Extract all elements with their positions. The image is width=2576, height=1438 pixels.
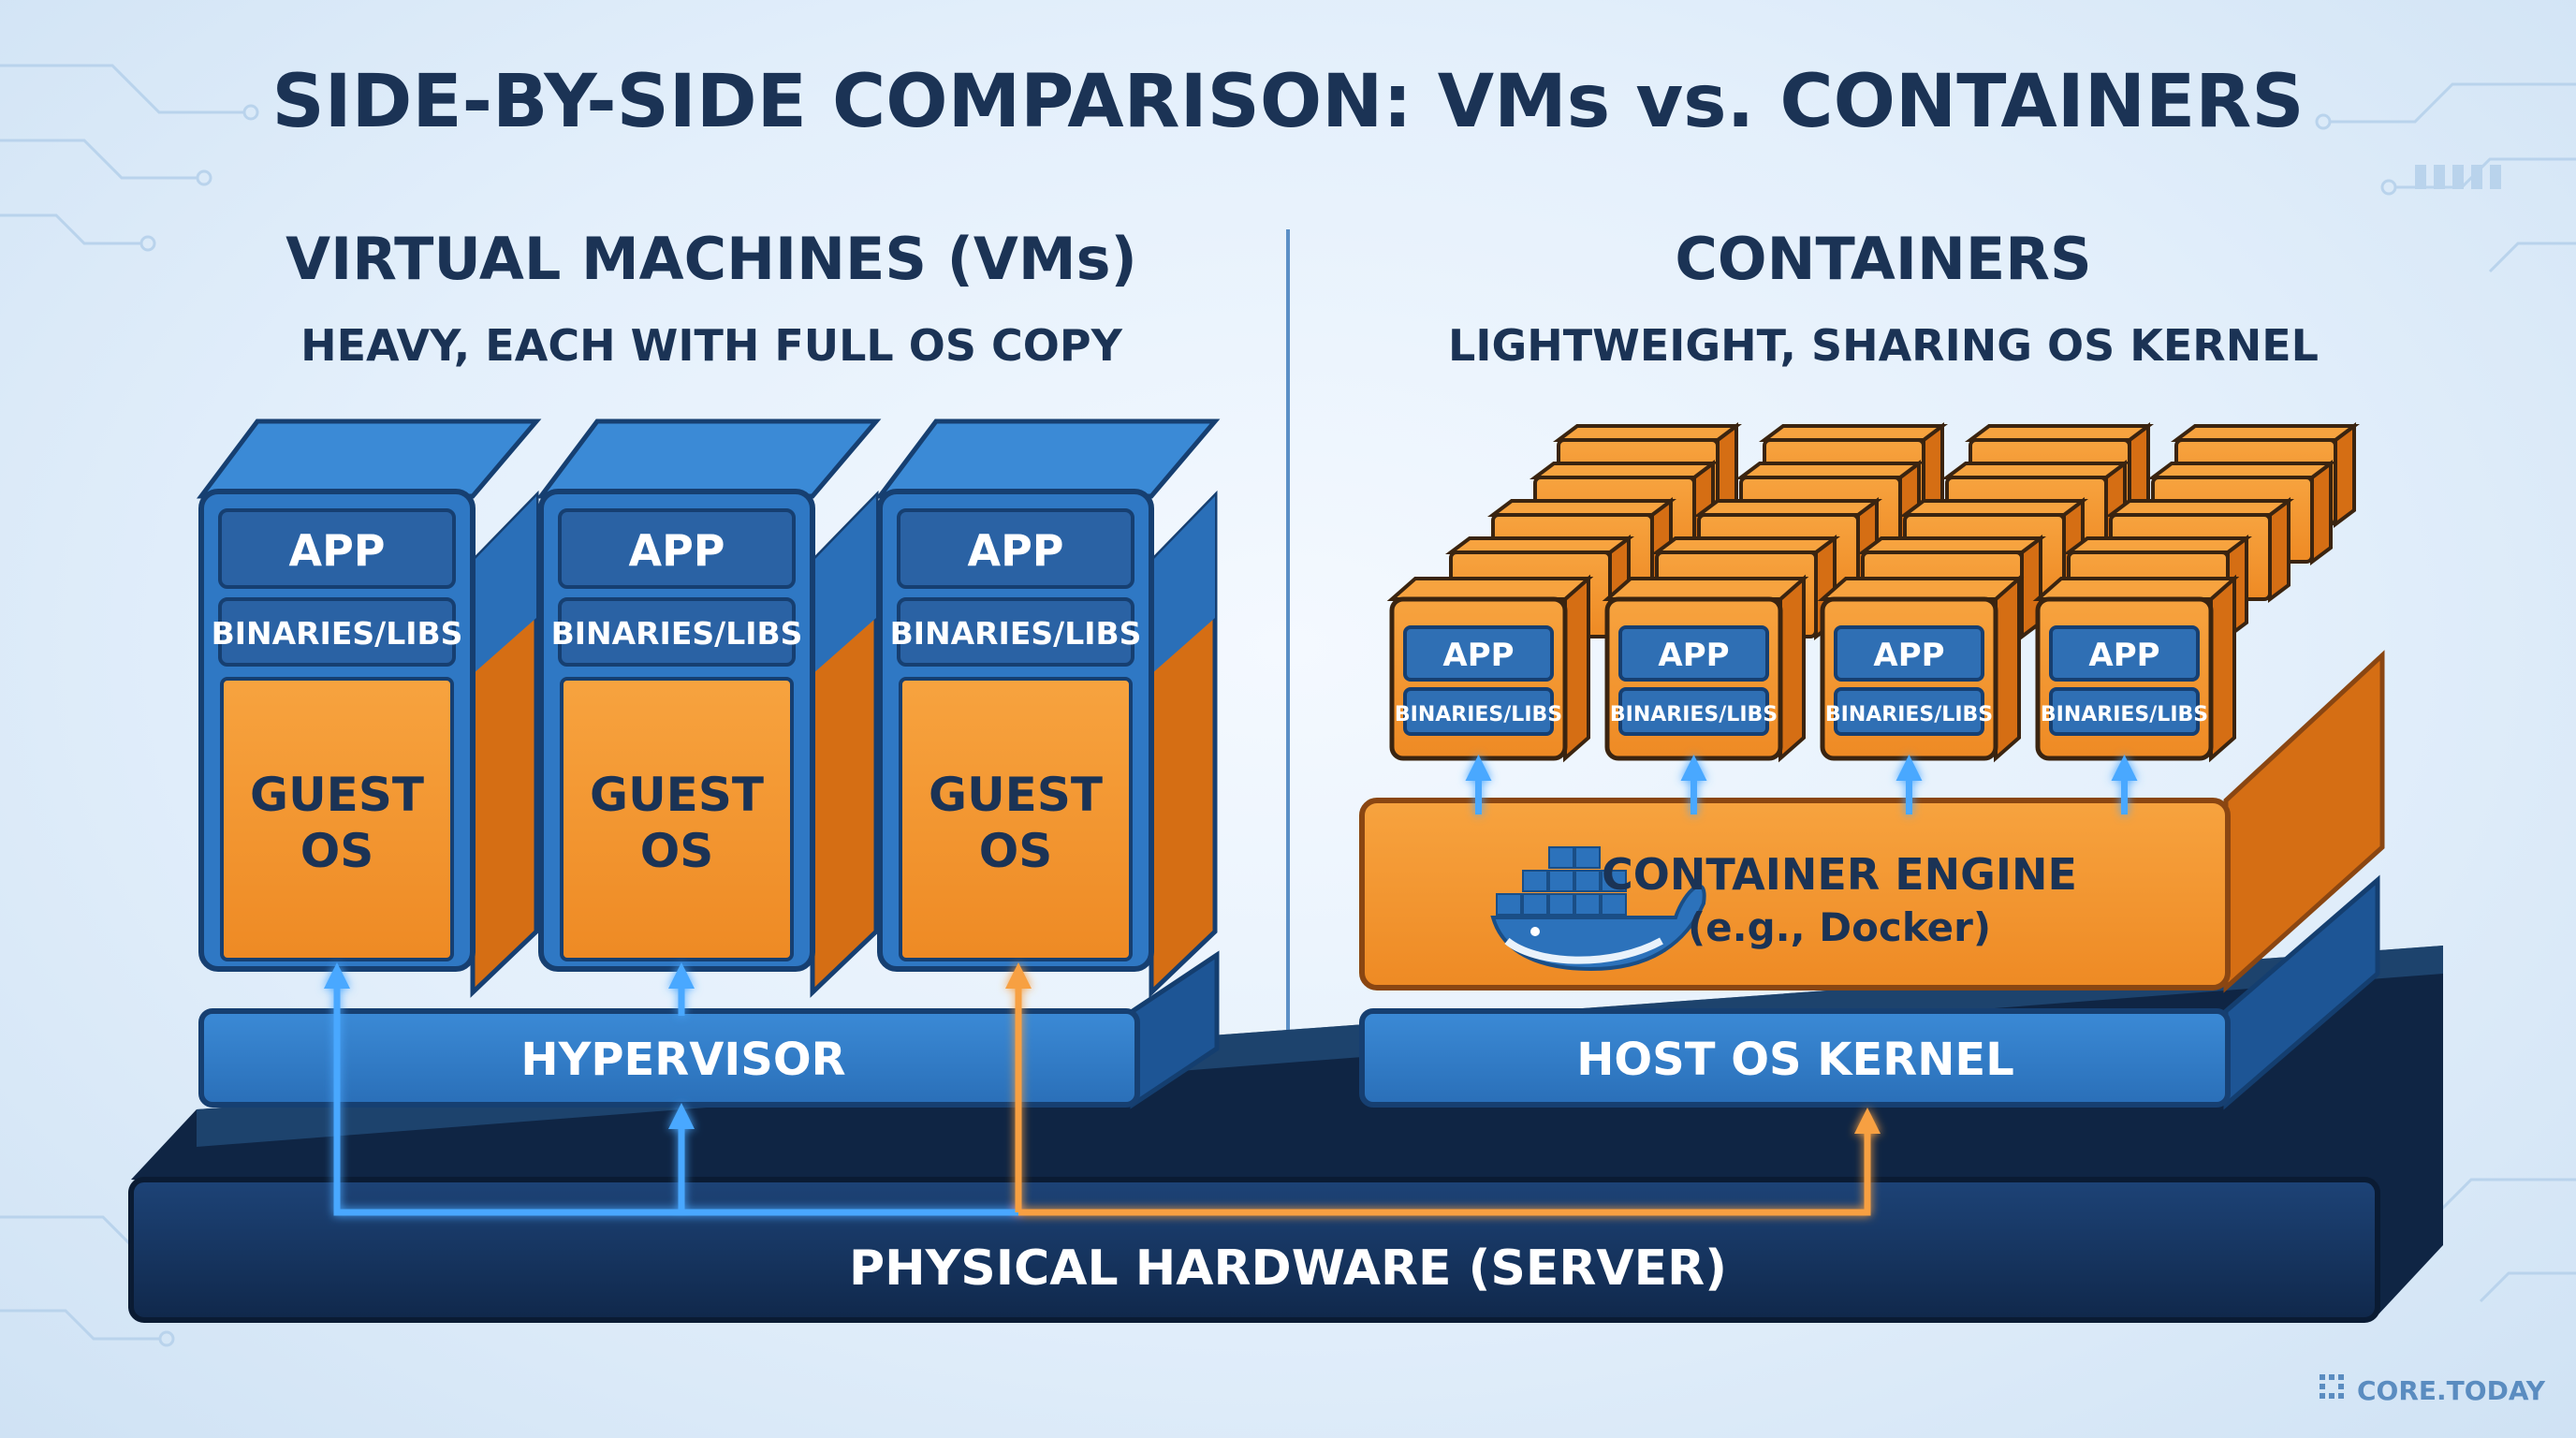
guest-os-label-line2: OS [640, 824, 714, 878]
docker-whale-icon [1490, 846, 1706, 972]
container-engine-layer: CONTAINER ENGINE (e.g., Docker) [1359, 650, 2385, 993]
hypervisor-layer: HYPERVISOR [198, 950, 1220, 1109]
binaries-libs-label: BINARIES/LIBS [890, 615, 1142, 652]
vm1-arrowhead [324, 962, 350, 989]
guest-os-label: GUEST [929, 768, 1103, 822]
page-title: SIDE-BY-SIDE COMPARISON: VMs vs. CONTAIN… [271, 60, 2304, 144]
container-box: APP BINARIES/LIBS [1386, 574, 1594, 763]
brand-logo: CORE.TODAY [2320, 1374, 2546, 1406]
guest-os-label-line2: OS [300, 824, 374, 878]
vm-stacks: APPBINARIES/LIBSGUESTOSAPPBINARIES/LIBSG… [197, 418, 1221, 998]
engine-arrowhead [1895, 755, 1923, 781]
guest-os-label: GUEST [590, 768, 764, 822]
containers-subheading: LIGHTWEIGHT, SHARING OS KERNEL [1448, 320, 2319, 371]
app-label: APP [288, 525, 385, 576]
app-label: APP [967, 525, 1063, 576]
connection-arrows [324, 755, 2138, 1216]
hypervisor-label: HYPERVISOR [520, 1034, 845, 1086]
barcode-decoration [2415, 165, 2501, 189]
container-libs-label: BINARIES/LIBS [1610, 703, 1778, 726]
container-box: APP BINARIES/LIBS [1602, 574, 1809, 763]
vm2-arrowhead [668, 962, 695, 989]
guest-os-label-line2: OS [979, 824, 1053, 878]
host-kernel-label: HOST OS KERNEL [1576, 1034, 2014, 1086]
binaries-libs-label: BINARIES/LIBS [551, 615, 803, 652]
vm-subheading: HEAVY, EACH WITH FULL OS COPY [300, 320, 1122, 371]
engine-example-label: (e.g., Docker) [1688, 904, 1991, 950]
guest-os-label: GUEST [250, 768, 424, 822]
container-app-label: APP [1873, 637, 1944, 674]
hypervisor-arrowhead [668, 1103, 695, 1129]
vm-heading: VIRTUAL MACHINES (VMs) [285, 225, 1137, 293]
kernel-arrowhead [1854, 1108, 1881, 1134]
container-app-label: APP [1442, 637, 1514, 674]
container-app-label: APP [2088, 637, 2159, 674]
container-box: APP BINARIES/LIBS [1817, 574, 2025, 763]
engine-arrowhead [1680, 755, 1707, 781]
front-containers: APP BINARIES/LIBS APP BINARIES/LIBS APP BINAR… [1386, 574, 2240, 763]
container-app-label: APP [1658, 637, 1729, 674]
brand-label: CORE.TODAY [2357, 1375, 2546, 1406]
hardware-to-kernel-arrow [1018, 1119, 1871, 1216]
hardware-label: PHYSICAL HARDWARE (SERVER) [849, 1240, 1727, 1297]
vm3-arrowhead [1005, 962, 1032, 989]
container-libs-label: BINARIES/LIBS [2041, 703, 2208, 726]
host-kernel-layer: HOST OS KERNEL [1359, 874, 2380, 1110]
hardware-to-vm1-arrow [333, 974, 1020, 1216]
container-libs-label: BINARIES/LIBS [1395, 703, 1562, 726]
app-label: APP [628, 525, 724, 576]
engine-arrowhead [1465, 755, 1492, 781]
containers-heading: CONTAINERS [1675, 225, 2091, 293]
engine-label: CONTAINER ENGINE [1602, 849, 2077, 900]
container-libs-label: BINARIES/LIBS [1825, 703, 1993, 726]
binaries-libs-label: BINARIES/LIBS [212, 615, 463, 652]
container-box: APP BINARIES/LIBS [2032, 574, 2240, 763]
engine-arrowhead [2111, 755, 2138, 781]
